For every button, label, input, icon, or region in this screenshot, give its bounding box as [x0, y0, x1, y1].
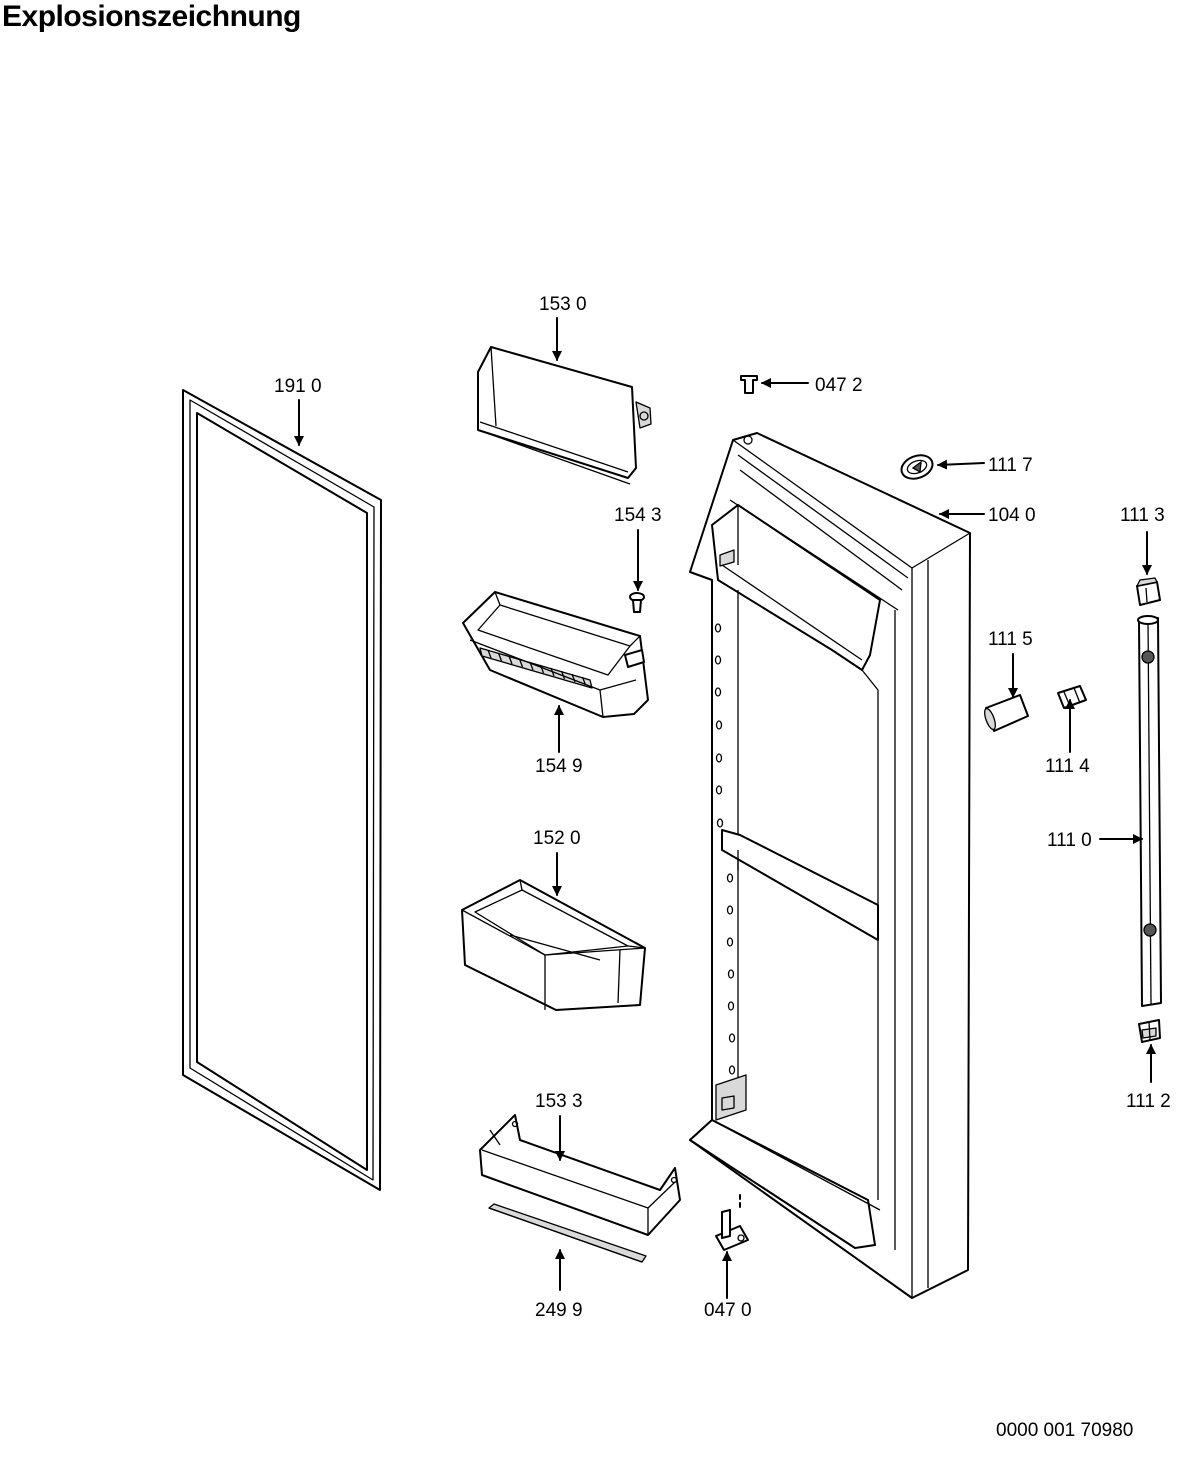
label-hinge-pin-top: 047 2: [815, 375, 863, 396]
door-hole: [727, 1001, 735, 1011]
bottle-retainer-strip-drawing: [488, 1203, 647, 1263]
label-door: 104 0: [988, 505, 1036, 526]
rack-rib: [518, 658, 524, 668]
label-cover-cap: 111 7: [988, 455, 1033, 476]
label-door-rack: 152 0: [533, 828, 581, 849]
document-number: 0000 001 70980: [996, 1420, 1134, 1441]
label-bottle-rack: 153 3: [535, 1091, 583, 1112]
rack-rib: [560, 670, 566, 680]
hinge-bottom-drawing: [715, 1194, 749, 1251]
rack-rib: [487, 649, 492, 659]
bottle-rack-drawing: [479, 1114, 681, 1236]
door-hole: [726, 873, 734, 883]
shelf-lid-drawing: [477, 346, 652, 485]
label-handle-sleeve: 111 5: [988, 629, 1033, 650]
screw-drawing: [629, 592, 645, 613]
label-screw: 154 3: [614, 505, 662, 526]
rack-rib: [571, 673, 576, 683]
label-door-rack-with-rail: 154 9: [535, 756, 583, 777]
door-hole: [728, 1033, 736, 1043]
page-title: Explosionszeichnung: [2, 0, 301, 33]
door-hole: [726, 937, 734, 947]
rack-rib: [539, 664, 545, 674]
door-hole: [715, 720, 723, 730]
cover-cap-drawing: [900, 454, 934, 480]
door-rack-with-rail-drawing: [462, 591, 649, 718]
label-door-gasket: 191 0: [274, 376, 322, 397]
hinge-pin-top-drawing: [740, 375, 758, 394]
door-holes: [714, 623, 736, 1075]
door-hole: [728, 1065, 736, 1075]
door-drawing: [689, 432, 971, 1299]
door-hole: [727, 969, 735, 979]
leader-cover-cap: [937, 459, 985, 470]
rack-rib: [508, 655, 513, 665]
door-hole: [716, 818, 724, 828]
door-hole: [714, 623, 722, 633]
leader-lines: [294, 317, 1156, 1299]
label-bottle-retainer-strip: 249 9: [535, 1300, 583, 1321]
door-hole: [726, 905, 734, 915]
label-shelf-lid: 153 0: [539, 294, 587, 315]
rack-rib: [497, 652, 503, 662]
label-handle-bar: 111 0: [1047, 830, 1092, 851]
label-hinge-bottom: 047 0: [704, 1300, 752, 1321]
door-hole: [715, 785, 723, 795]
part-labels: 153 0 191 0 047 2 111 7 104 0 154 3 111 3 111 5…: [274, 294, 1171, 1321]
handle-drawing: [984, 577, 1162, 1043]
door-hole: [715, 753, 723, 763]
door-hole: [714, 655, 722, 665]
label-handle-top-cap: 111 3: [1120, 505, 1165, 526]
rack-rib: [550, 667, 555, 677]
door-rack-drawing: [461, 879, 646, 1011]
rack-rib: [581, 676, 587, 686]
label-handle-bottom-cap: 111 2: [1126, 1091, 1171, 1112]
label-handle-connector: 111 4: [1045, 756, 1090, 777]
door-gasket-drawing: [182, 389, 382, 1191]
door-hole: [714, 687, 722, 697]
rack-rib: [529, 661, 534, 671]
